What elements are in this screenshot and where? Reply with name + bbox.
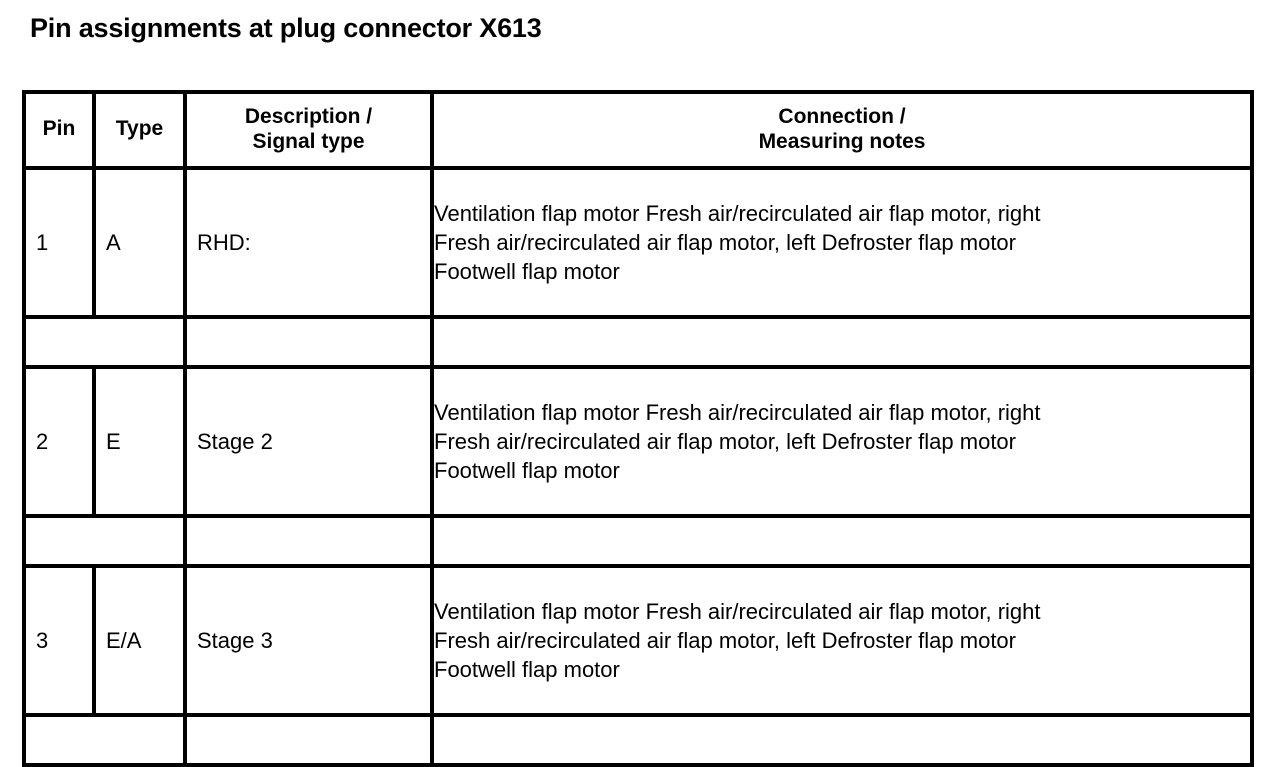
column-header-type-label: Type (115, 117, 164, 141)
cell-description (183, 315, 434, 370)
table-spacer-row (22, 315, 1254, 370)
cell-type: E (92, 365, 187, 519)
cell-description (183, 713, 434, 767)
cell-pin-type-merged (22, 514, 187, 569)
cell-description-value: RHD: (197, 230, 251, 256)
cell-connection: Ventilation flap motor Fresh air/recircu… (430, 564, 1254, 718)
cell-connection-line1 (434, 541, 1250, 542)
pin-assignment-table: Pin Type Description / Signal type Conne… (22, 90, 1254, 767)
cell-pin-type-merged-value (26, 342, 183, 343)
cell-description: RHD: (183, 165, 434, 320)
cell-pin-type-merged (22, 713, 187, 767)
column-header-pin-label: Pin (42, 117, 76, 141)
table-header: Pin Type Description / Signal type Conne… (22, 90, 1254, 170)
column-header-connection-line1: Connection / (778, 104, 906, 128)
cell-pin-value: 3 (36, 628, 49, 654)
cell-description: Stage 3 (183, 564, 434, 718)
cell-type: A (92, 165, 187, 320)
table-row: 1 A RHD: Ventilation flap motor Fresh ai… (22, 165, 1254, 320)
cell-connection-line1 (434, 740, 1250, 741)
table-body: 1 A RHD: Ventilation flap motor Fresh ai… (22, 165, 1254, 767)
cell-connection (430, 315, 1254, 370)
column-header-type: Type (92, 90, 187, 170)
cell-pin: 1 (22, 165, 96, 320)
table-spacer-row (22, 713, 1254, 767)
document-page: Pin assignments at plug connector X613 P… (22, 13, 1254, 767)
cell-connection-line3: Footwell flap motor (434, 657, 620, 683)
cell-description-value: Stage 3 (197, 628, 273, 654)
cell-pin: 3 (22, 564, 96, 718)
column-header-description-line2: Signal type (252, 129, 365, 153)
cell-connection-line1: Ventilation flap motor Fresh air/recircu… (434, 599, 1041, 625)
cell-pin-value: 2 (36, 429, 49, 455)
table-spacer-row (22, 514, 1254, 569)
cell-connection-line2: Fresh air/recirculated air flap motor, l… (434, 230, 1016, 256)
cell-connection-line2: Fresh air/recirculated air flap motor, l… (434, 429, 1016, 455)
cell-connection-line2: Fresh air/recirculated air flap motor, l… (434, 628, 1016, 654)
cell-connection-line3: Footwell flap motor (434, 458, 620, 484)
cell-connection-line3: Footwell flap motor (434, 259, 620, 285)
cell-type-value: E (106, 429, 121, 455)
cell-pin-value: 1 (36, 230, 49, 256)
column-header-connection-line2: Measuring notes (758, 129, 926, 153)
cell-pin-type-merged-value (26, 541, 183, 542)
cell-description-value (187, 541, 430, 542)
cell-type: E/A (92, 564, 187, 718)
cell-connection (430, 713, 1254, 767)
cell-connection: Ventilation flap motor Fresh air/recircu… (430, 365, 1254, 519)
cell-description (183, 514, 434, 569)
cell-connection (430, 514, 1254, 569)
column-header-description-line1: Description / (244, 104, 373, 128)
cell-description-value: Stage 2 (197, 429, 273, 455)
table-row: 2 E Stage 2 Ventilation flap motor Fresh… (22, 365, 1254, 519)
cell-pin-type-merged (22, 315, 187, 370)
cell-description-value (187, 342, 430, 343)
cell-pin: 2 (22, 365, 96, 519)
table-row: 3 E/A Stage 3 Ventilation flap motor Fre… (22, 564, 1254, 718)
cell-type-value: A (106, 230, 121, 256)
cell-connection-line1: Ventilation flap motor Fresh air/recircu… (434, 400, 1041, 426)
cell-description: Stage 2 (183, 365, 434, 519)
column-header-connection: Connection / Measuring notes (430, 90, 1254, 170)
page-title: Pin assignments at plug connector X613 (30, 13, 542, 43)
cell-type-value: E/A (106, 628, 142, 654)
column-header-description: Description / Signal type (183, 90, 434, 170)
cell-pin-type-merged-value (26, 740, 183, 741)
cell-connection-line1 (434, 342, 1250, 343)
cell-connection: Ventilation flap motor Fresh air/recircu… (430, 165, 1254, 320)
table-header-row: Pin Type Description / Signal type Conne… (22, 90, 1254, 170)
cell-description-value (187, 740, 430, 741)
column-header-pin: Pin (22, 90, 96, 170)
cell-connection-line1: Ventilation flap motor Fresh air/recircu… (434, 201, 1041, 227)
